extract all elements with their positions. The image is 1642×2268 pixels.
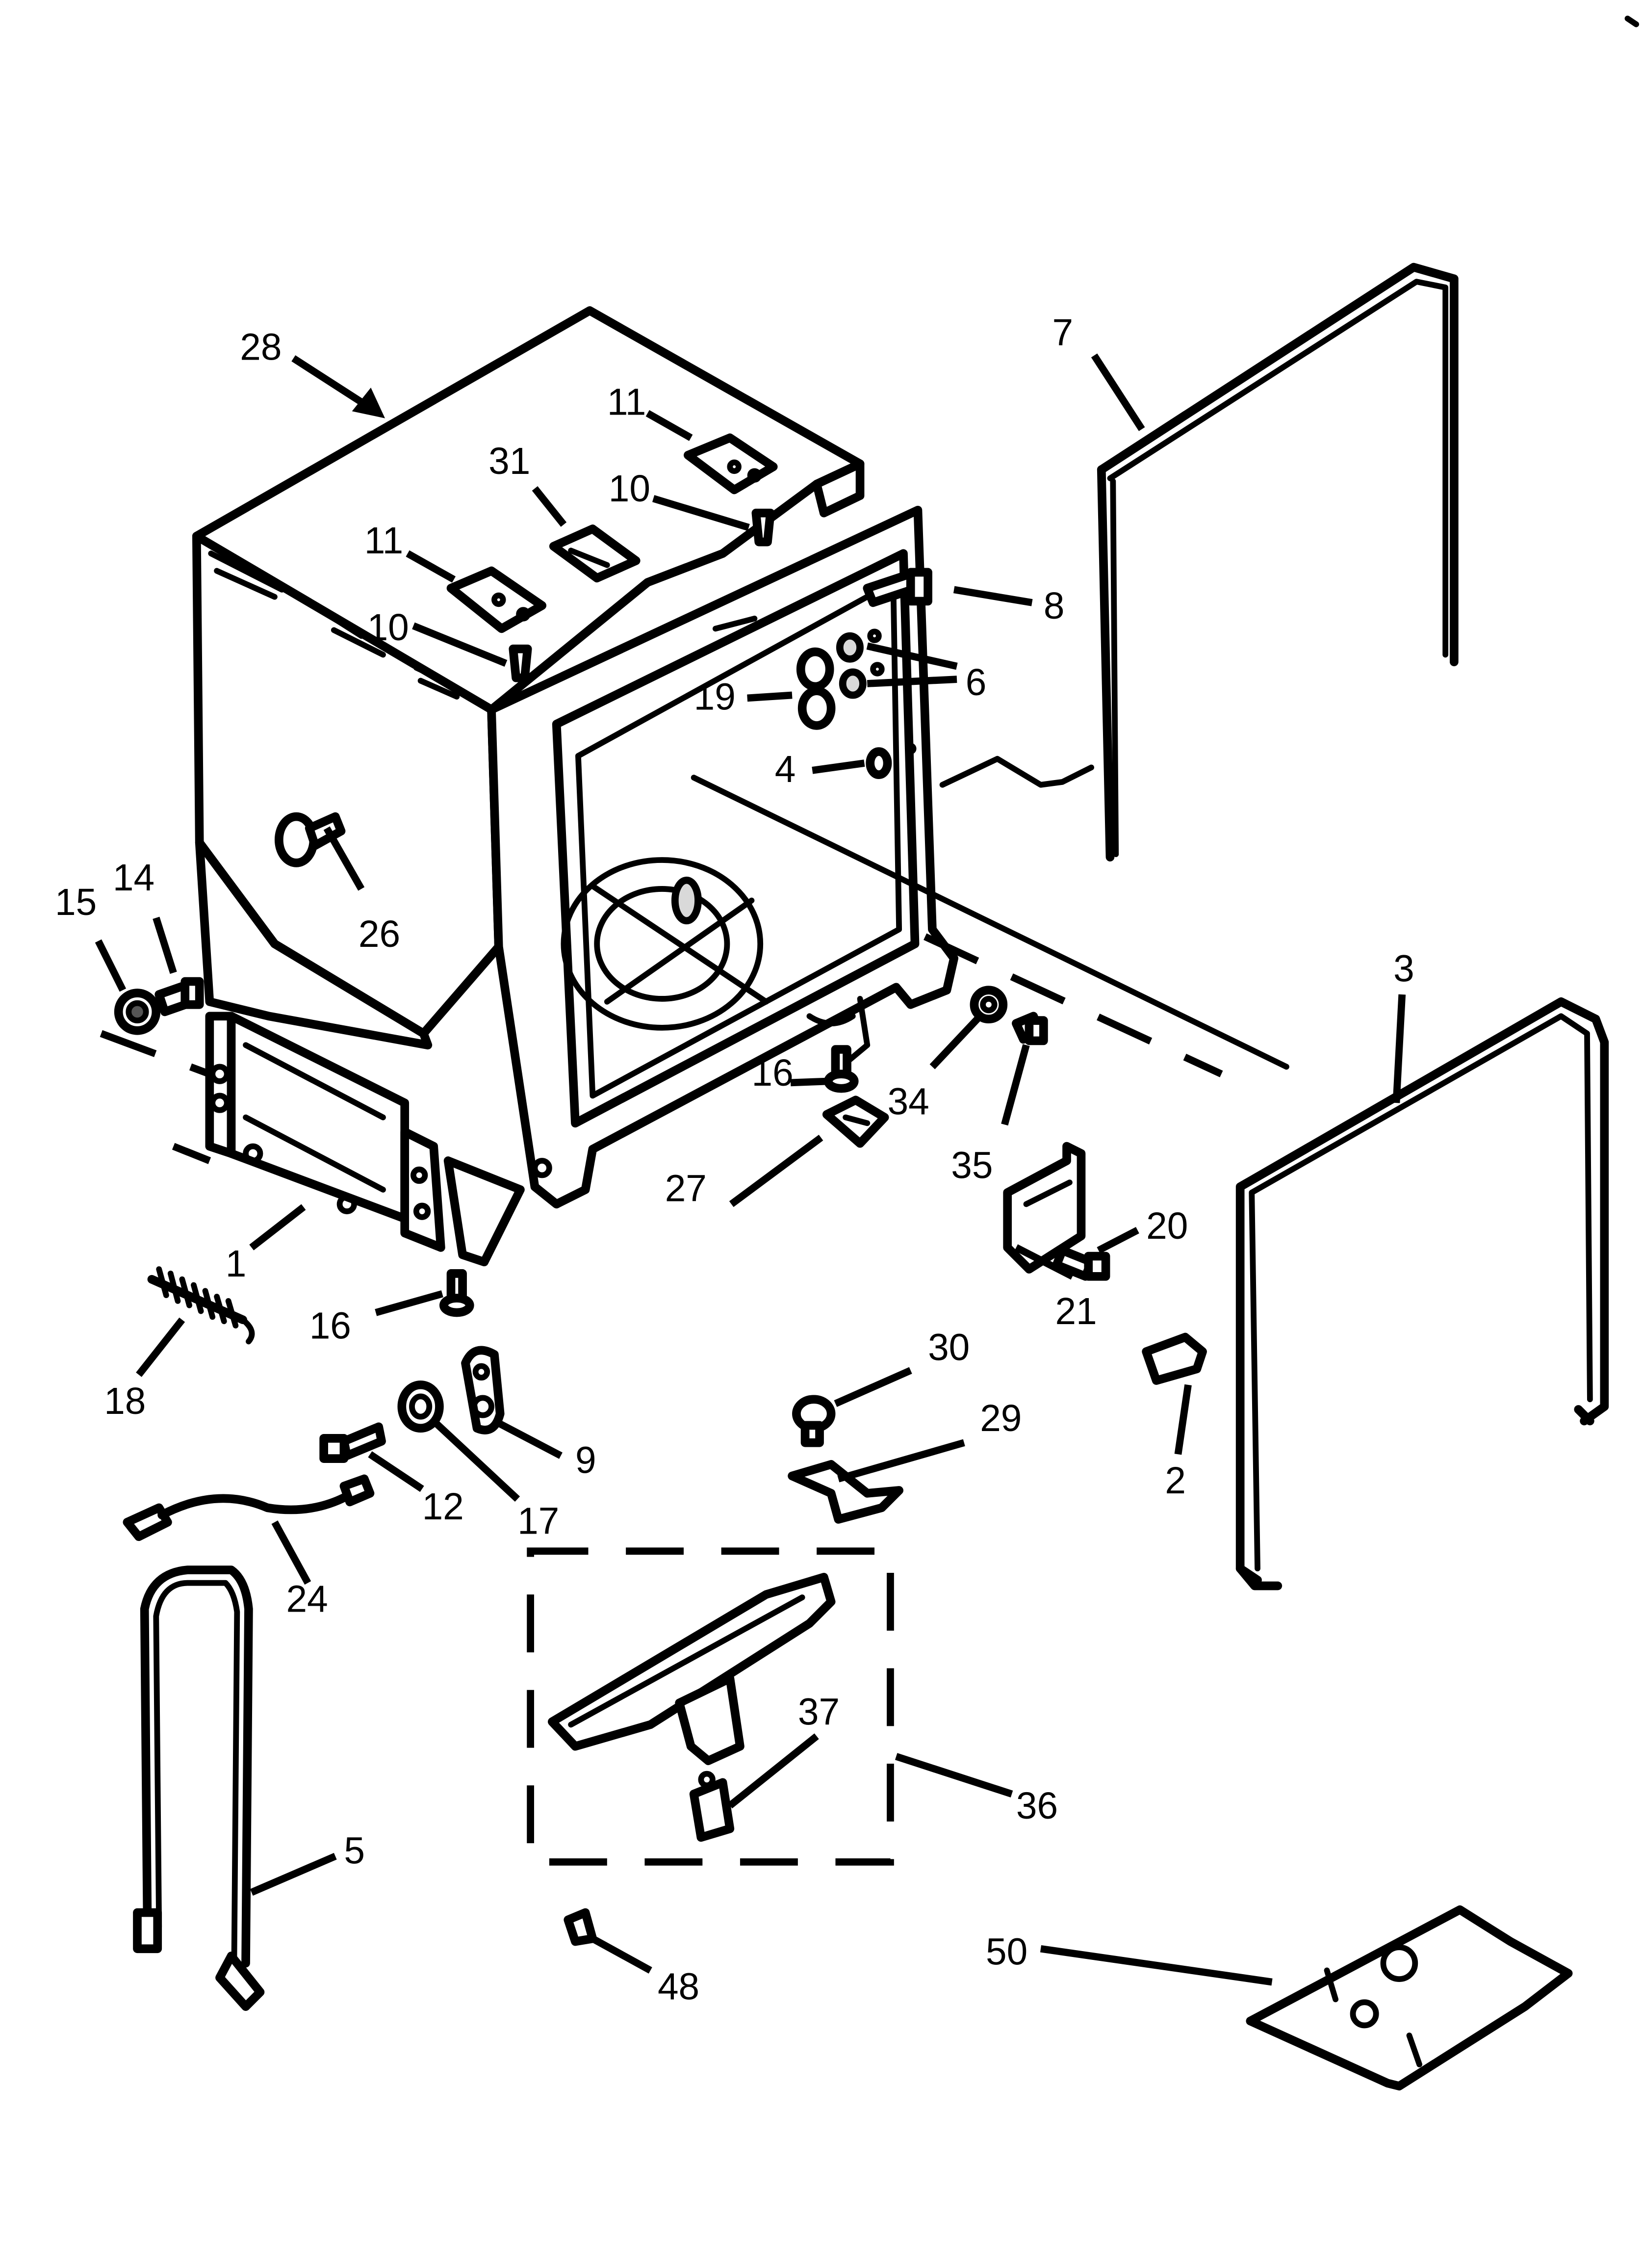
- callout-4: 4: [775, 749, 796, 790]
- callout-29: 29: [980, 1398, 1022, 1439]
- callout-28: 28: [240, 326, 282, 368]
- screw-lower: [509, 644, 532, 682]
- callout-11-lower: 11: [364, 520, 404, 562]
- spray-arm-assembly: [527, 1547, 894, 1866]
- nut-15: [114, 989, 161, 1035]
- callout-10-lower: 10: [367, 607, 409, 649]
- bolt-12: [319, 1422, 386, 1463]
- screw-20: [1052, 1246, 1110, 1281]
- corner-mark: [1624, 15, 1640, 27]
- callout-48: 48: [658, 1966, 699, 2007]
- clip-27: [822, 1095, 889, 1148]
- leveler-lower: [439, 1269, 474, 1317]
- leader-lines: [95, 353, 1406, 1986]
- callout-20: 20: [1146, 1205, 1188, 1247]
- bracket-21: [1003, 1142, 1086, 1274]
- screw-14: [154, 977, 204, 1017]
- part-48: [564, 1908, 597, 1946]
- wire-24: [123, 1474, 375, 1541]
- callout-12: 12: [422, 1486, 464, 1528]
- callout-6: 6: [966, 662, 987, 704]
- callout-3: 3: [1393, 948, 1414, 990]
- rollers-washers: [796, 628, 917, 779]
- bottom-gasket: [1235, 997, 1609, 1590]
- callout-11-upper: 11: [607, 381, 646, 423]
- callout-27: 27: [665, 1168, 707, 1210]
- callout-21: 21: [1055, 1291, 1097, 1332]
- callout-16-upper: 16: [752, 1052, 794, 1094]
- callout-37: 37: [798, 1691, 840, 1733]
- alignment-line-7: [939, 756, 1095, 788]
- plate: [549, 524, 641, 583]
- callout-35: 35: [951, 1145, 993, 1186]
- callout-9: 9: [575, 1440, 596, 1482]
- callout-7: 7: [1052, 312, 1074, 354]
- callout-10-upper: 10: [609, 468, 650, 510]
- dashed-rule-left2: [172, 1143, 211, 1164]
- leveler-upper: [823, 1045, 859, 1093]
- callout-30: 30: [928, 1327, 970, 1369]
- hinge-bracket-upper: [684, 433, 778, 495]
- callout-31: 31: [488, 441, 530, 482]
- dashed-rule: [924, 933, 1223, 1077]
- callout-5: 5: [344, 1830, 365, 1872]
- callout-17: 17: [517, 1500, 559, 1542]
- spring-18: [147, 1266, 255, 1345]
- bracket-9: [461, 1346, 505, 1434]
- hinge-bracket-lower: [446, 566, 547, 633]
- callout-1: 1: [226, 1243, 247, 1285]
- parts-bag-50: [1246, 1905, 1573, 2091]
- callout-8: 8: [1044, 585, 1065, 627]
- callout-26: 26: [359, 913, 400, 955]
- callout-2: 2: [1165, 1460, 1186, 1502]
- callout-50: 50: [986, 1931, 1027, 1973]
- plug: [274, 812, 346, 867]
- gear-34: [970, 986, 1008, 1024]
- callout-24: 24: [286, 1579, 328, 1620]
- clip-2: [1142, 1332, 1207, 1385]
- hose-5: [133, 1565, 265, 2011]
- screw-35: [1012, 1012, 1048, 1045]
- callout-19: 19: [694, 677, 736, 718]
- wheel-17: [397, 1380, 444, 1433]
- dashed-rule-left: [100, 1030, 211, 1078]
- callout-34: 34: [888, 1081, 929, 1123]
- callout-18: 18: [104, 1381, 146, 1422]
- callout-16-lower: 16: [309, 1305, 351, 1347]
- callout-15: 15: [55, 882, 97, 923]
- screw-8: [863, 568, 932, 607]
- part-30: [792, 1395, 836, 1447]
- bracket-29: [788, 1460, 903, 1524]
- screw-upper: [751, 508, 775, 547]
- callout-14: 14: [113, 857, 154, 899]
- callout-36: 36: [1016, 1785, 1058, 1827]
- top-gasket: [1097, 262, 1459, 861]
- rule-upper: [691, 775, 1289, 1070]
